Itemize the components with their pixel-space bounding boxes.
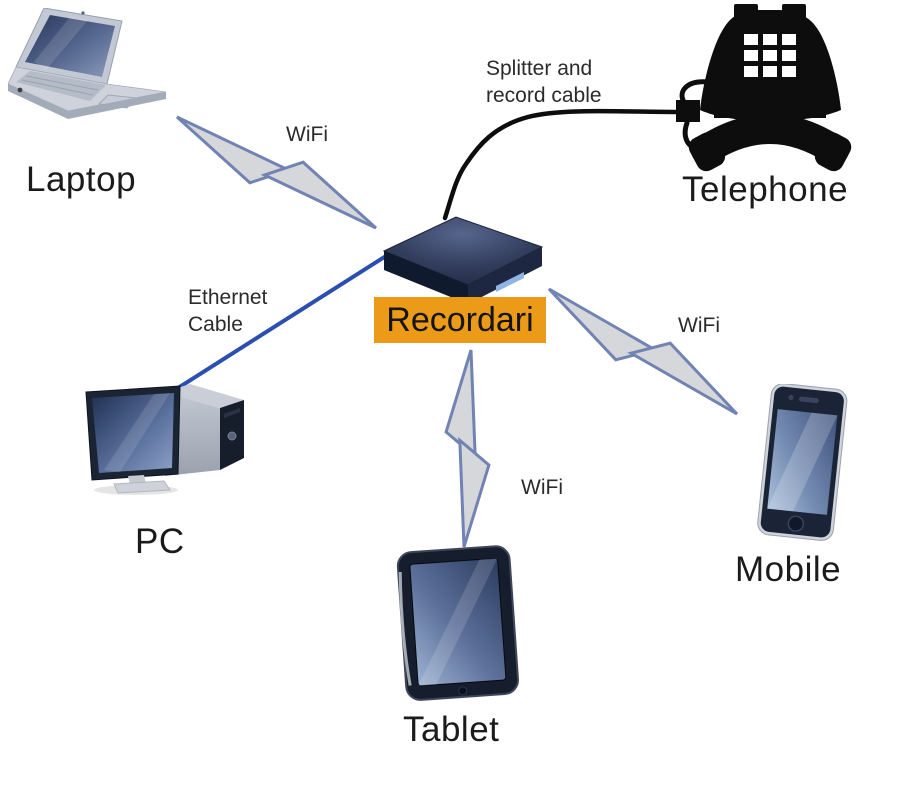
wifi-bolt-tablet bbox=[444, 349, 491, 548]
telephone-icon bbox=[676, 4, 852, 172]
tablet-label: Tablet bbox=[403, 710, 500, 749]
laptop-label: Laptop bbox=[26, 160, 137, 199]
recorder-device-image bbox=[382, 216, 544, 304]
ethernet-cable-label: Ethernet Cable bbox=[188, 286, 268, 337]
mobile-label: Mobile bbox=[735, 550, 842, 589]
wifi-bolt-laptop bbox=[175, 115, 378, 230]
pc-image bbox=[85, 384, 244, 495]
hub-label: Recordari bbox=[374, 297, 546, 343]
laptop-image bbox=[8, 8, 167, 119]
telephone-label: Telephone bbox=[682, 170, 849, 209]
mobile-image bbox=[757, 384, 848, 541]
wifi-bolt-mobile bbox=[547, 287, 739, 416]
wifi-label-mobile: WiFi bbox=[678, 314, 720, 337]
ethernet-cable-line bbox=[176, 254, 388, 390]
tablet-image bbox=[396, 545, 520, 701]
wifi-label-tablet: WiFi bbox=[521, 476, 563, 499]
splitter-cable-label: Splitter and record cable bbox=[486, 57, 602, 108]
wifi-label-laptop: WiFi bbox=[286, 123, 328, 146]
telephone-cable-line bbox=[442, 108, 685, 221]
pc-label: PC bbox=[135, 522, 185, 561]
